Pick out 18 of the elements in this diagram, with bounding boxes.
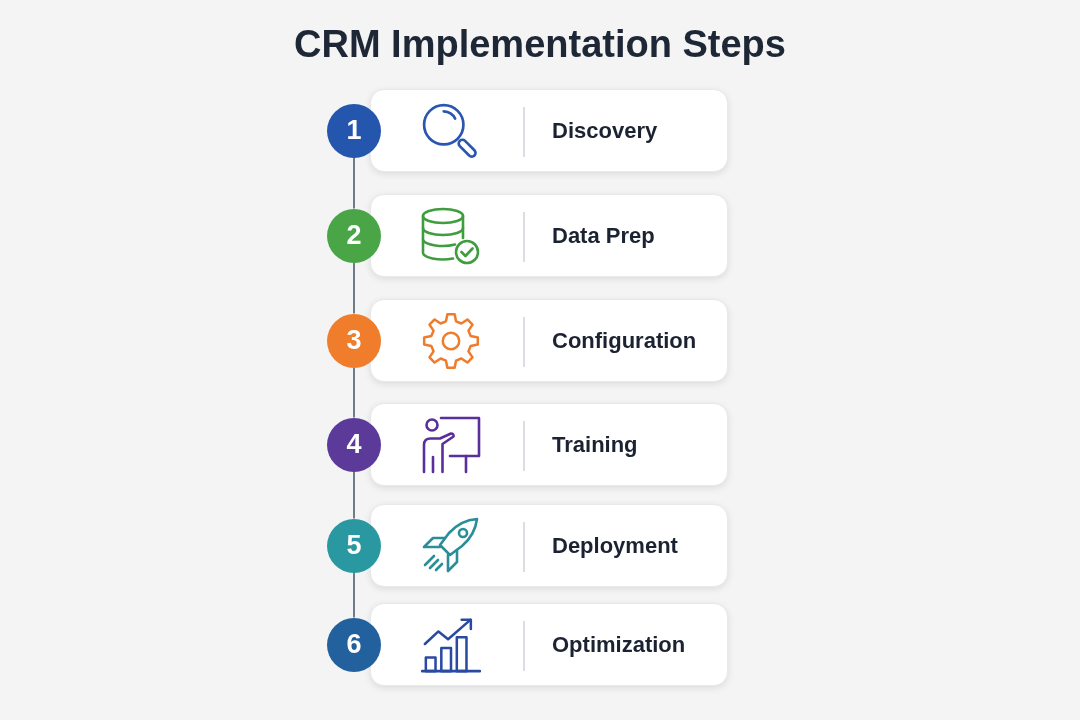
step-card [370, 603, 728, 686]
title: CRM Implementation Steps [294, 25, 786, 63]
step-label: Discovery [552, 116, 658, 145]
connector-line [353, 571, 355, 619]
step-card [370, 194, 728, 277]
step-label: Training [552, 430, 638, 459]
connector-line [353, 261, 355, 315]
step-label: Deployment [552, 531, 678, 560]
step-label: Optimization [552, 630, 686, 659]
step-label: Data Prep [552, 221, 655, 250]
step-card [370, 403, 728, 486]
step-card [370, 89, 728, 172]
step-card [370, 504, 728, 587]
connector-line [353, 156, 355, 210]
step-card [370, 299, 728, 382]
connector-line [353, 366, 355, 419]
connector-line [353, 470, 355, 520]
step-label: Configuration [552, 326, 697, 355]
